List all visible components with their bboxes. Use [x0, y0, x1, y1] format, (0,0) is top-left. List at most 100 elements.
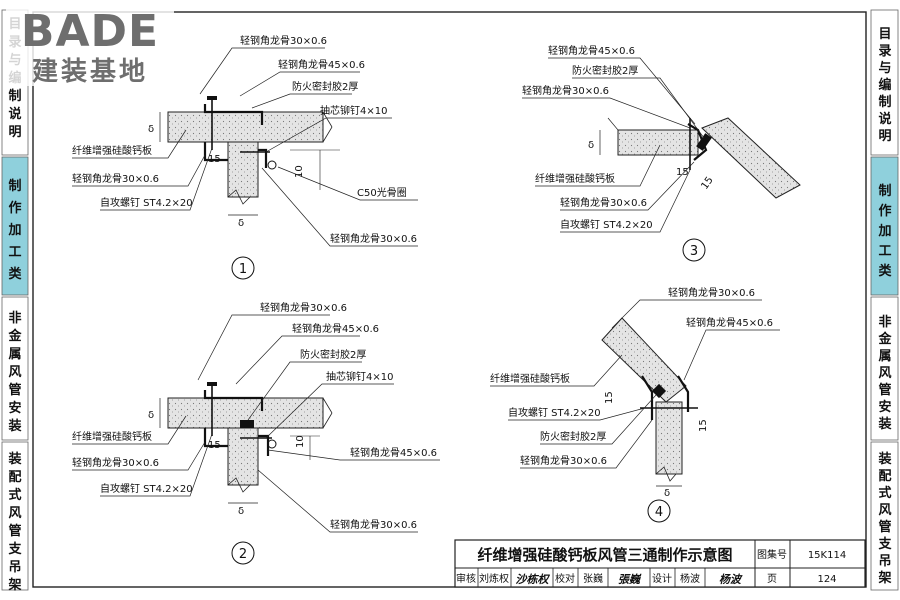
right-side-tabs: 目录与编制说明 制作加工类 非金属风管安装 装配式风管支吊架	[870, 9, 899, 591]
detail-3-dim-delta: δ	[588, 140, 594, 151]
title-block-title: 纤维增强硅酸钙板风管三通制作示意图	[477, 546, 732, 564]
detail-4-diagonal-board	[601, 317, 687, 403]
left-tab-4[interactable]	[1, 441, 29, 591]
detail-2-label-9: 轻钢角龙骨30×0.6	[330, 518, 417, 531]
detail-2-angle-keel-bottom	[203, 428, 228, 448]
detail-4-label-6: 轻钢角龙骨30×0.6	[520, 454, 607, 467]
detail-4-dim-15-a: 15	[604, 391, 615, 404]
detail-2-vertical-board	[227, 427, 259, 486]
detail-4-label-1: 轻钢角龙骨30×0.6	[668, 286, 755, 299]
left-tab-2[interactable]	[1, 156, 29, 296]
detail-1-number: 1	[239, 262, 247, 277]
detail-3-diagonal-board	[701, 117, 801, 199]
check-label: 校对	[555, 572, 575, 585]
detail-1-label-6: 轻钢角龙骨30×0.6	[72, 172, 159, 185]
detail-4-dim-delta: δ	[664, 488, 670, 499]
detail-2-number-circle	[231, 541, 255, 565]
bade-logo: BADE 建装基地	[6, 4, 174, 87]
detail-1-dim-15: 15	[208, 154, 221, 165]
detail-3-horizontal-board	[617, 129, 699, 156]
detail-1-label-3: 防火密封胶2厚	[292, 80, 358, 93]
detail-1-label-9: 轻钢角龙骨30×0.6	[330, 232, 417, 245]
detail-3-sealant	[696, 133, 712, 151]
detail-3-number: 3	[690, 244, 698, 259]
designer-signature: 杨波	[719, 573, 743, 586]
drawing-frame	[32, 11, 867, 588]
detail-3: δ 15 15 轻钢角龙骨45×0.6 防火密封胶2厚 轻钢角龙骨30×0.6 …	[522, 44, 801, 262]
detail-2-label-5: 纤维增强硅酸钙板	[72, 430, 152, 443]
right-tab-3-label: 非金属风管安装	[877, 314, 892, 432]
detail-1-number-circle	[231, 256, 255, 280]
title-block: 纤维增强硅酸钙板风管三通制作示意图 图集号 15K114 审核 刘炼权 沙栋权 …	[454, 539, 866, 588]
right-tab-4[interactable]	[870, 441, 899, 591]
detail-4-label-3: 纤维增强硅酸钙板	[490, 372, 570, 385]
detail-4-label-5: 防火密封胶2厚	[540, 430, 606, 443]
reviewer-signature: 沙栋权	[516, 573, 551, 586]
right-tab-4-label: 装配式风管支吊架	[877, 451, 892, 586]
detail-1-angle-keel-bottom	[203, 142, 228, 162]
checker-signature: 張巍	[618, 573, 642, 586]
left-tab-3-label: 非金属风管安装	[7, 310, 22, 434]
detail-2-label-7: 自攻螺钉 ST4.2×20	[100, 482, 193, 495]
detail-2-label-2: 轻钢角龙骨45×0.6	[292, 322, 379, 335]
right-tab-2-label: 制作加工类	[877, 183, 892, 279]
detail-3-label-5: 轻钢角龙骨30×0.6	[560, 196, 647, 209]
design-label: 设计	[652, 572, 672, 585]
detail-2-angle-keel-top	[203, 390, 264, 411]
detail-3-dim-15-a: 15	[676, 167, 689, 178]
detail-3-label-4: 纤维增强硅酸钙板	[535, 172, 615, 185]
detail-2: δ 15 δ 10 轻钢角龙骨30×0.6 轻钢角龙骨45×0.6 防火密封胶2…	[72, 301, 440, 565]
detail-3-label-2: 防火密封胶2厚	[572, 64, 638, 77]
detail-2-dim-15: 15	[208, 440, 221, 451]
detail-2-dim-delta: δ	[148, 410, 154, 421]
right-tab-1[interactable]	[870, 9, 899, 156]
page-no: 124	[817, 574, 836, 585]
review-label: 审核	[456, 572, 476, 585]
detail-1-horizontal-board	[167, 111, 324, 143]
detail-2-label-6: 轻钢角龙骨30×0.6	[72, 456, 159, 469]
detail-2-label-8: 轻钢角龙骨45×0.6	[350, 446, 437, 459]
detail-3-number-circle	[682, 238, 706, 262]
logo-brand: BADE	[21, 6, 159, 57]
detail-4-vertical-board	[655, 401, 683, 475]
detail-3-label-6: 自攻螺钉 ST4.2×20	[560, 218, 653, 231]
detail-4-label-4: 自攻螺钉 ST4.2×20	[508, 406, 601, 419]
reviewer: 刘炼权	[479, 572, 509, 585]
detail-4-angle-keel-right	[677, 375, 690, 412]
atlas-no-label: 图集号	[757, 548, 787, 561]
detail-1-dim-delta: δ	[148, 124, 154, 135]
right-tab-2[interactable]	[870, 156, 899, 296]
atlas-no: 15K114	[808, 550, 846, 561]
left-side-tabs: 目录与编制说明 制作加工类 非金属风管安装 装配式风管支吊架	[1, 9, 29, 593]
detail-2-number: 2	[239, 547, 247, 562]
detail-1: δ 15 δ 10 轻钢角龙骨30×0.6 轻钢角龙骨45×0.6 防火密封胶2…	[72, 34, 418, 280]
detail-3-dim-15-b: 15	[699, 175, 715, 192]
checker: 张巍	[583, 573, 603, 585]
detail-1-label-8: C50光骨圈	[357, 186, 407, 199]
detail-4-label-2: 轻钢角龙骨45×0.6	[686, 316, 773, 329]
logo-subtitle: 建装基地	[32, 57, 148, 87]
detail-1-angle-keel-right	[258, 148, 268, 168]
right-tab-1-label: 目录与编制说明	[878, 27, 891, 144]
page-label: 页	[767, 573, 777, 585]
detail-1-label-2: 轻钢角龙骨45×0.6	[278, 58, 365, 71]
detail-1-dim-delta-bottom: δ	[238, 218, 244, 229]
detail-1-label-5: 纤维增强硅酸钙板	[72, 144, 152, 157]
detail-1-angle-keel-top	[203, 104, 264, 125]
detail-4-dim-15-b: 15	[698, 419, 709, 432]
detail-2-label-1: 轻钢角龙骨30×0.6	[260, 301, 347, 314]
left-tab-2-label: 制作加工类	[7, 178, 22, 282]
detail-1-dim-10: 10	[294, 165, 305, 178]
detail-2-angle-keel-right	[258, 434, 270, 456]
detail-3-label-1: 轻钢角龙骨45×0.6	[548, 44, 635, 57]
detail-4-number: 4	[655, 505, 663, 520]
right-tab-3[interactable]	[870, 296, 899, 441]
detail-4-angle-keel	[641, 375, 654, 420]
detail-1-vertical-board	[227, 141, 259, 198]
detail-2-label-3: 防火密封胶2厚	[300, 348, 366, 361]
detail-2-dim-10: 10	[295, 435, 306, 448]
detail-3-label-3: 轻钢角龙骨30×0.6	[522, 84, 609, 97]
left-tab-3[interactable]	[1, 296, 29, 441]
